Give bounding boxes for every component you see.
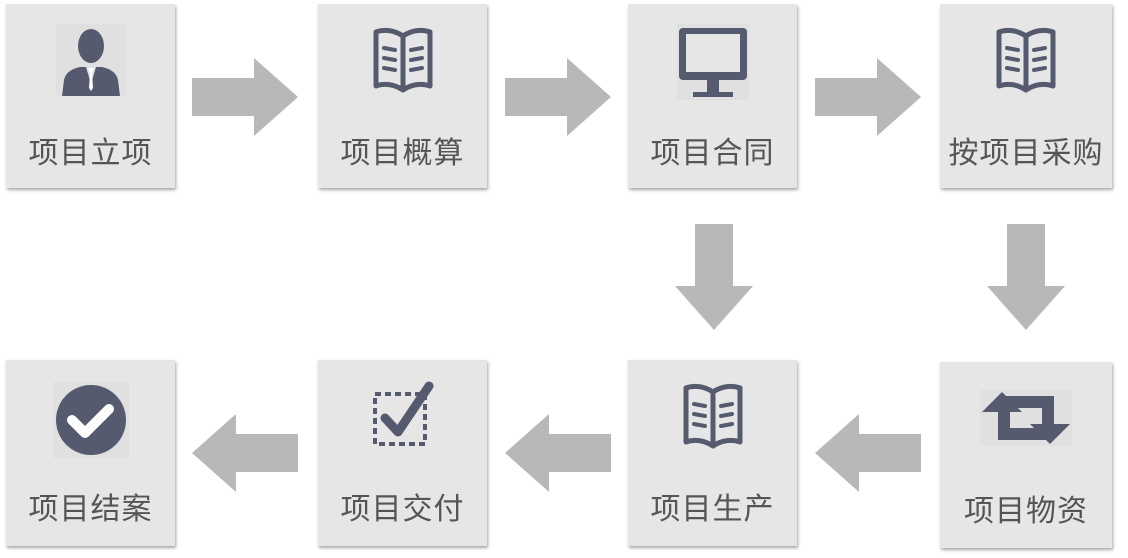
step-label: 项目立项 [28,136,153,171]
step-project-contract: 项目合同 [628,4,797,188]
step-procure-by-project: 按项目采购 [940,4,1112,188]
step-project-initiation: 项目立项 [6,4,175,188]
retweet-icon [980,390,1072,446]
arrow-right [815,58,921,136]
arrow-down [675,224,753,330]
arrow-left [192,414,298,492]
open-book-icon [373,27,432,93]
arrow-down [987,224,1065,330]
monitor-icon [676,24,749,100]
step-label: 项目物资 [964,494,1088,529]
arrow-left [505,414,611,492]
step-project-budget: 项目概算 [318,4,487,188]
step-label: 项目结案 [28,492,153,527]
step-project-production: 项目生产 [628,360,797,546]
open-book-icon [996,27,1056,93]
step-label: 按项目采购 [948,136,1104,171]
check-circle-icon [52,382,129,458]
step-label: 项目概算 [340,136,465,171]
step-project-materials: 项目物资 [940,362,1112,548]
step-label: 项目合同 [650,136,775,171]
person-icon [55,24,126,96]
arrow-right [505,58,611,136]
step-project-closure: 项目结案 [6,360,175,546]
arrow-right [192,58,298,136]
step-label: 项目交付 [340,492,465,527]
checkbox-icon [372,381,433,446]
open-book-icon [683,383,742,449]
step-project-delivery: 项目交付 [318,360,487,546]
arrow-left [815,414,921,492]
step-label: 项目生产 [650,492,775,527]
